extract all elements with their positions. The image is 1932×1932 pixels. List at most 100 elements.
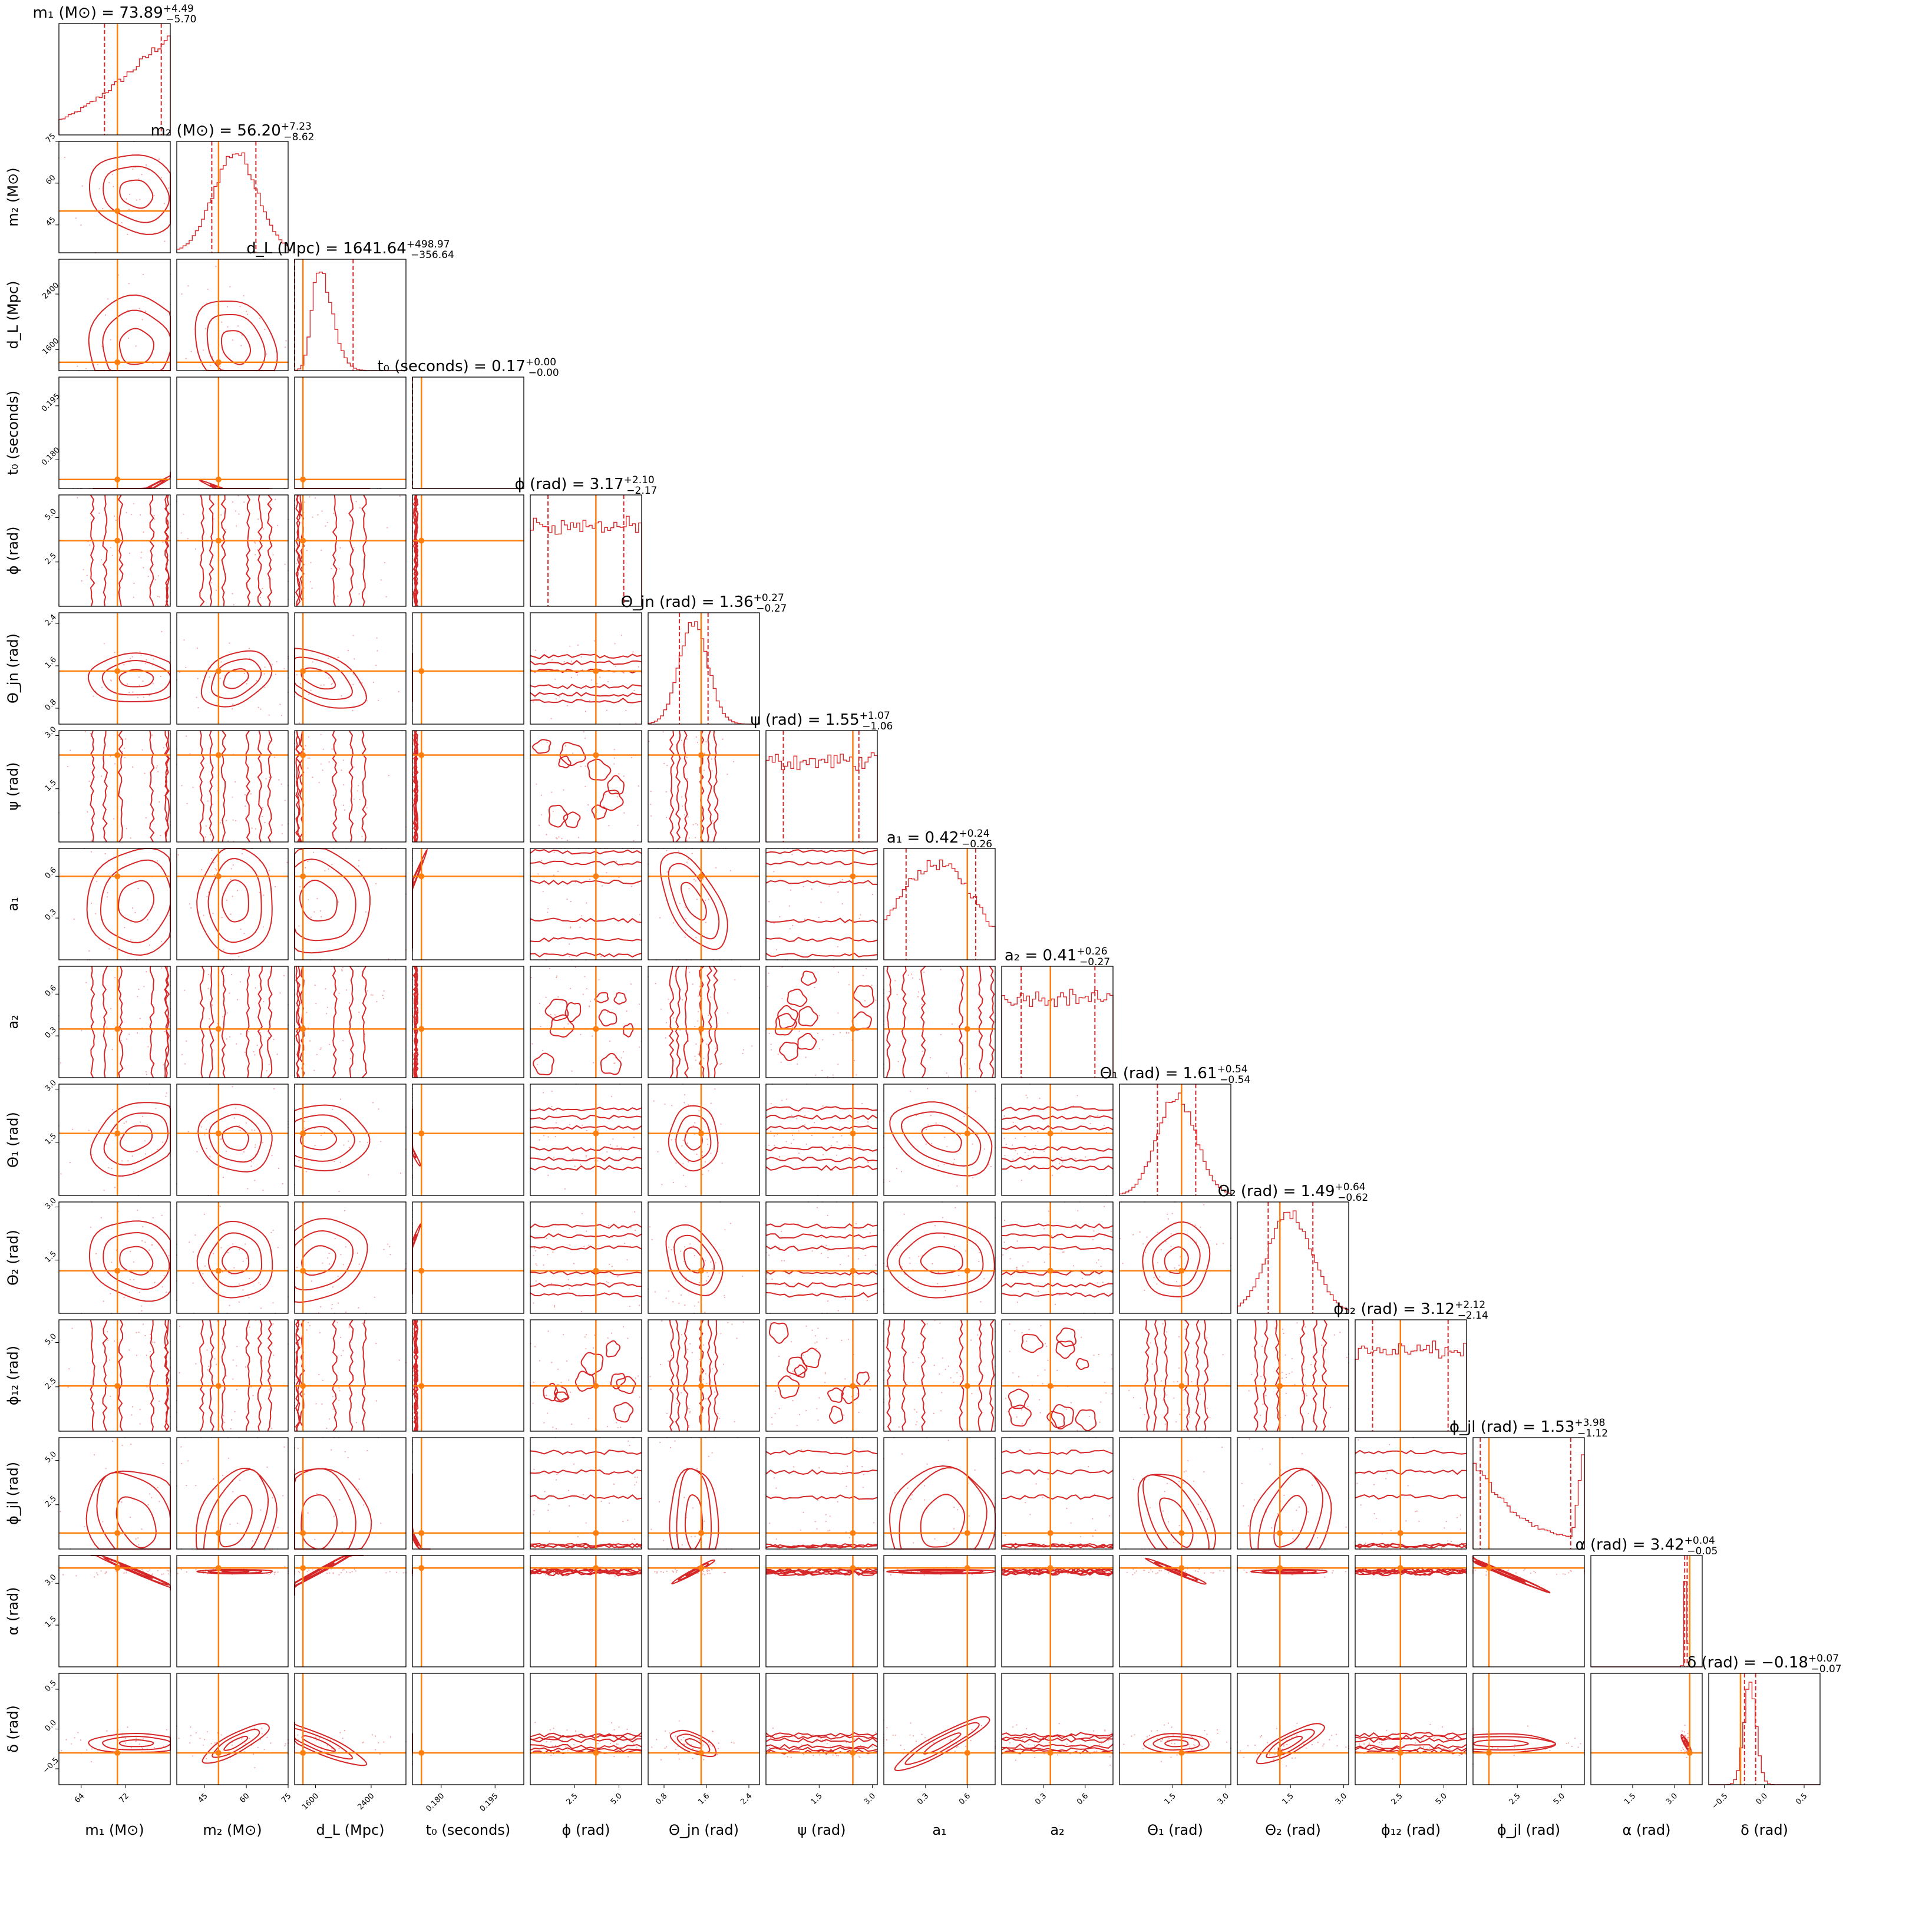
- sample-point: [1005, 1398, 1007, 1399]
- sample-point: [827, 1250, 829, 1251]
- sample-point: [146, 1386, 148, 1388]
- sample-point: [265, 778, 267, 780]
- sample-point: [802, 1511, 804, 1514]
- sample-point: [947, 1439, 949, 1441]
- sample-point: [1433, 1738, 1435, 1739]
- sample-point: [684, 906, 686, 908]
- sample-point: [666, 1413, 668, 1415]
- sample-point: [110, 1395, 111, 1397]
- sample-point: [598, 979, 600, 980]
- sample-point: [243, 673, 246, 675]
- sample-point: [245, 1243, 246, 1245]
- sample-point: [227, 1012, 229, 1014]
- sample-point: [128, 1033, 130, 1035]
- sample-point: [179, 1325, 181, 1327]
- sample-point: [613, 1755, 615, 1758]
- sample-point: [338, 568, 340, 570]
- sample-point: [1368, 1742, 1370, 1744]
- sample-point: [650, 1528, 652, 1530]
- sample-point: [136, 1355, 138, 1356]
- sample-point: [251, 827, 253, 829]
- sample-point: [863, 975, 864, 976]
- sample-point: [1291, 1358, 1293, 1360]
- sample-point: [770, 1131, 772, 1132]
- sample-point: [130, 1444, 132, 1445]
- sample-point: [1157, 1738, 1158, 1740]
- sample-point: [167, 1573, 169, 1575]
- sample-point: [61, 1750, 62, 1752]
- sample-point: [1146, 1236, 1148, 1238]
- sample-point: [1047, 1478, 1049, 1480]
- sample-point: [1274, 1327, 1276, 1329]
- sample-point: [110, 679, 111, 681]
- sample-point: [858, 917, 860, 919]
- sample-point: [933, 1412, 934, 1415]
- sample-point: [1111, 1732, 1112, 1734]
- sample-point: [114, 1135, 116, 1137]
- sample-point: [562, 1739, 564, 1741]
- sample-point: [1457, 1517, 1458, 1518]
- sample-point: [1683, 1731, 1685, 1733]
- sample-point: [769, 1523, 771, 1524]
- sample-point: [154, 1282, 156, 1283]
- sample-point: [965, 1745, 966, 1747]
- sample-point: [1684, 1725, 1686, 1726]
- contour-band-phi-a1: [530, 848, 642, 855]
- sample-point: [674, 1568, 676, 1570]
- sample-point: [100, 559, 102, 561]
- sample-point: [869, 1389, 871, 1391]
- sample-point: [970, 1739, 972, 1742]
- sample-point: [249, 1326, 250, 1328]
- sample-point: [320, 734, 322, 735]
- sample-point: [222, 1271, 224, 1273]
- sample-point: [1051, 1174, 1053, 1176]
- sample-point: [1564, 1573, 1566, 1576]
- sample-point: [1392, 1758, 1393, 1760]
- sample-point: [252, 1540, 253, 1542]
- contour-band-phi-a1: [530, 860, 642, 866]
- sample-point: [1577, 1746, 1579, 1748]
- contour-band-m1-a2: [149, 966, 155, 1078]
- contour-band-psi-theta1: [765, 1114, 878, 1121]
- sample-point: [1549, 1749, 1551, 1751]
- sample-point: [166, 1292, 167, 1293]
- sample-point: [620, 1147, 622, 1148]
- contour-band-psi-theta2: [765, 1282, 878, 1288]
- sample-point: [702, 1151, 704, 1152]
- sample-point: [550, 1741, 552, 1743]
- sample-point: [1173, 1734, 1174, 1736]
- sample-point: [826, 1337, 828, 1339]
- sample-point: [243, 295, 245, 297]
- sample-point: [251, 1129, 253, 1131]
- sample-point: [824, 1373, 826, 1375]
- sample-point: [212, 804, 213, 805]
- sample-point: [673, 1060, 675, 1062]
- sample-point: [816, 1341, 818, 1343]
- sample-point: [732, 761, 735, 762]
- sample-point: [540, 1026, 541, 1028]
- sample-point: [1373, 1484, 1375, 1485]
- sample-point: [634, 1477, 636, 1478]
- sample-point: [153, 1746, 155, 1748]
- sample-point: [581, 915, 583, 917]
- sample-point: [143, 696, 145, 698]
- sample-point: [1159, 1276, 1161, 1278]
- sample-point: [399, 495, 401, 497]
- sample-point: [536, 1064, 539, 1065]
- sample-point: [138, 308, 140, 309]
- sample-point: [248, 648, 250, 649]
- sample-point: [141, 1748, 143, 1749]
- sample-point: [953, 1528, 955, 1530]
- sample-point: [1284, 1415, 1286, 1416]
- sample-point: [183, 513, 184, 515]
- sample-point: [714, 1391, 715, 1393]
- sample-point: [668, 998, 669, 1000]
- sample-point: [934, 1225, 936, 1227]
- sample-point: [1171, 1726, 1173, 1728]
- sample-point: [207, 800, 209, 802]
- sample-point: [156, 1384, 158, 1386]
- sample-point: [332, 1408, 334, 1410]
- sample-point: [886, 1266, 887, 1267]
- sample-point: [1044, 1369, 1046, 1371]
- sample-point: [1178, 1525, 1180, 1527]
